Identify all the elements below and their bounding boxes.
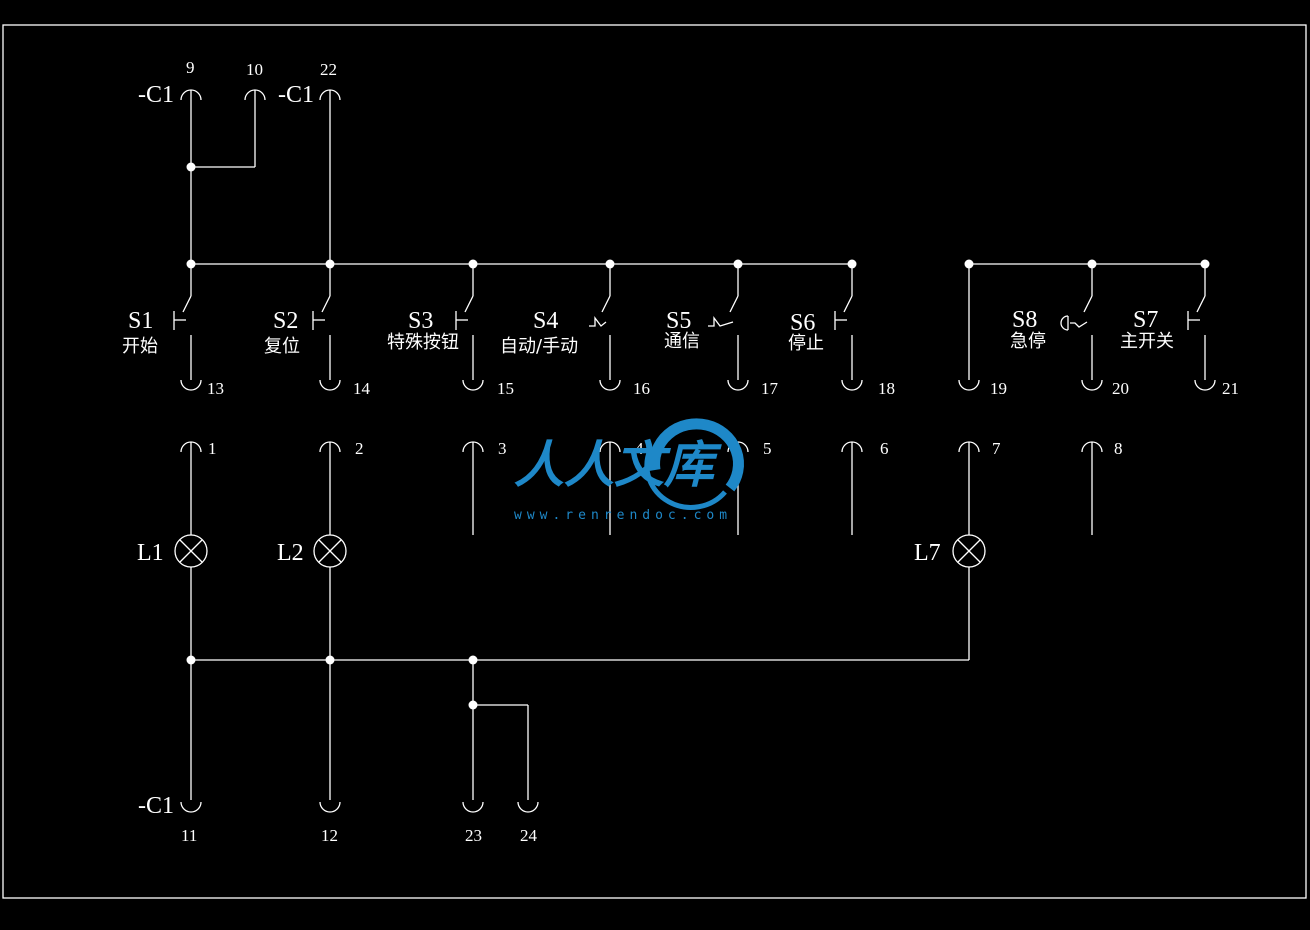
- switch-s1-id: S1: [128, 308, 153, 334]
- switch-s7-text: 主开关: [1120, 331, 1174, 352]
- switch-s6-id: S6: [790, 310, 815, 336]
- switch-s5-id: S5: [666, 308, 691, 334]
- terminal-23: 23: [465, 826, 482, 845]
- top-connectors: [180, 89, 341, 264]
- terminal-9: 9: [186, 58, 195, 77]
- terminal-18: 18: [878, 379, 895, 398]
- terminal-1: 1: [208, 439, 217, 458]
- switch-s4: [589, 264, 621, 391]
- lamp-l7: [952, 442, 986, 660]
- terminal-3: 3: [498, 439, 507, 458]
- terminal-12: 12: [321, 826, 338, 845]
- switch-s3-id: S3: [408, 308, 433, 334]
- terminal-22: 22: [320, 60, 337, 79]
- drawing-frame: [2, 24, 1307, 899]
- switch-s4-text: 自动/手动: [500, 336, 578, 357]
- watermark-text: 人人文库: [514, 435, 722, 494]
- switch-s7-id: S7: [1133, 307, 1158, 333]
- switch-s3: [455, 264, 484, 391]
- switch-s5-text: 通信: [664, 331, 700, 352]
- switch-s5: [708, 264, 749, 391]
- lower-connectors: [180, 441, 1103, 535]
- terminal-11: 11: [181, 826, 197, 845]
- switch-s2-text: 复位: [264, 336, 300, 357]
- terminal-8: 8: [1114, 439, 1123, 458]
- switch-s2-id: S2: [273, 308, 298, 334]
- terminal-5: 5: [763, 439, 772, 458]
- lamp-l1: [174, 442, 208, 813]
- switch-s8-text: 急停: [1010, 331, 1046, 352]
- lamp-l2-label: L2: [277, 540, 304, 566]
- terminal-15: 15: [497, 379, 514, 398]
- switch-s6: [834, 264, 863, 391]
- junction-dot: [186, 162, 196, 172]
- terminal-17: 17: [761, 379, 779, 398]
- terminal-10: 10: [246, 60, 263, 79]
- switch-s3-text: 特殊按钮: [387, 332, 459, 353]
- watermark-url: www.renrendoc.com: [514, 508, 732, 523]
- terminal-21: 21: [1222, 379, 1239, 398]
- terminal-24: 24: [520, 826, 538, 845]
- switch-s6-text: 停止: [788, 333, 824, 354]
- terminal-4: 4: [635, 439, 644, 458]
- connector-label-c1-bottom: -C1: [138, 793, 174, 819]
- switch-s1: [173, 264, 202, 391]
- switch-s8-id: S8: [1012, 307, 1037, 333]
- terminal-13: 13: [207, 379, 224, 398]
- terminal-14: 14: [353, 379, 371, 398]
- terminal-6: 6: [880, 439, 889, 458]
- terminal-20: 20: [1112, 379, 1129, 398]
- lamp-l2: [313, 442, 347, 813]
- watermark: 人人文库 www.renrendoc.com: [514, 418, 744, 523]
- switch-s7: [1187, 264, 1216, 391]
- lamp-l7-label: L7: [914, 540, 941, 566]
- terminal-2: 2: [355, 439, 364, 458]
- lamp-l1-label: L1: [137, 540, 164, 566]
- connector-label-c1-top-right: -C1: [278, 82, 314, 108]
- connector-label-c1-top-left: -C1: [138, 82, 174, 108]
- terminal-16: 16: [633, 379, 650, 398]
- terminal-19: 19: [990, 379, 1007, 398]
- terminal-7: 7: [992, 439, 1001, 458]
- return-bus: [186, 655, 969, 813]
- main-bus: [186, 259, 1210, 269]
- switch-s4-id: S4: [533, 308, 558, 334]
- renrendoc-logo-icon: [644, 418, 744, 510]
- branch-19: [958, 264, 980, 391]
- switch-s2: [312, 264, 341, 391]
- switch-s8: [1060, 264, 1103, 391]
- switch-s1-text: 开始: [122, 336, 158, 357]
